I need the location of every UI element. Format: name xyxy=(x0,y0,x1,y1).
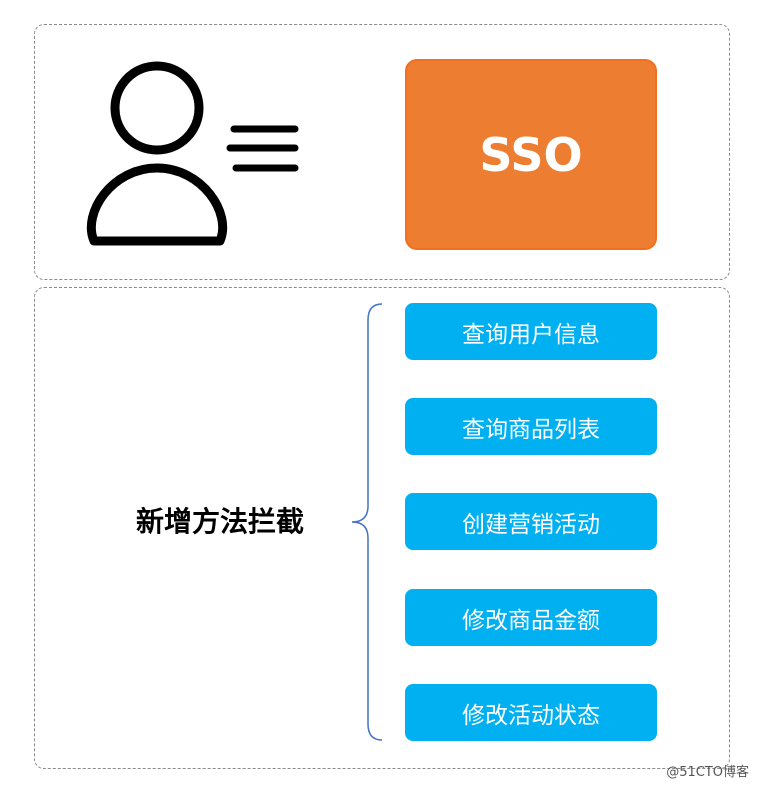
method-label: 查询用户信息 xyxy=(462,321,600,348)
interception-label: 新增方法拦截 xyxy=(135,505,304,538)
sso-box: SSO xyxy=(405,59,657,250)
sso-label: SSO xyxy=(479,127,583,182)
method-box-query-user-info: 查询用户信息 xyxy=(405,303,657,360)
method-box-modify-campaign-status: 修改活动状态 xyxy=(405,684,657,741)
method-label: 创建营销活动 xyxy=(462,511,600,538)
method-label: 修改商品金额 xyxy=(462,607,600,634)
method-label: 查询商品列表 xyxy=(462,416,600,443)
watermark: @51CTO博客 xyxy=(666,765,749,780)
top-panel xyxy=(34,24,730,280)
method-label: 修改活动状态 xyxy=(462,702,600,729)
left-brace xyxy=(351,303,383,741)
user-icon xyxy=(86,61,299,246)
bottom-panel xyxy=(34,287,730,769)
method-box-create-campaign: 创建营销活动 xyxy=(405,493,657,550)
method-box-modify-product-price: 修改商品金额 xyxy=(405,589,657,646)
method-box-query-product-list: 查询商品列表 xyxy=(405,398,657,455)
